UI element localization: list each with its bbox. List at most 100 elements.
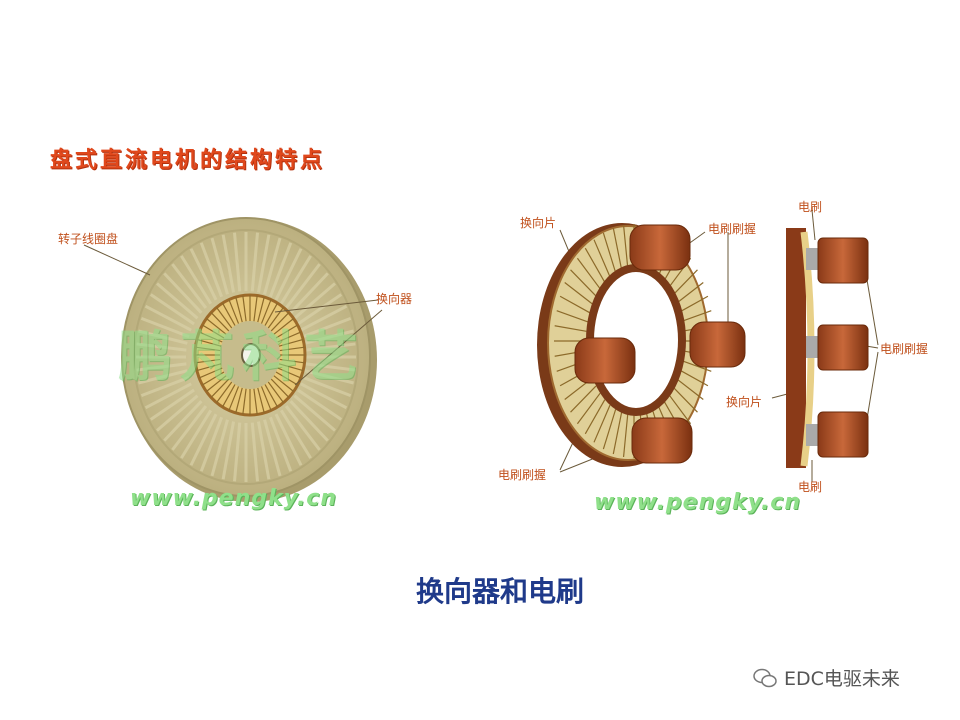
radial-line <box>196 363 222 372</box>
label-brush-top: 电刷 <box>798 200 823 214</box>
radial-line <box>144 304 192 332</box>
radial-line <box>228 299 240 324</box>
radial-line <box>242 388 247 415</box>
radial-line <box>612 412 623 455</box>
radial-line <box>279 346 305 352</box>
radial-line <box>270 312 290 332</box>
radial-line <box>256 234 271 293</box>
watermark-url-right: www.pengky.cn <box>594 490 802 515</box>
radial-line <box>264 302 279 326</box>
radial-line <box>196 338 222 347</box>
radial-line <box>228 386 240 411</box>
radial-line <box>144 382 192 410</box>
radial-line <box>270 378 290 398</box>
radial-line <box>279 255 312 305</box>
radial-line <box>302 316 352 339</box>
radial-line <box>180 409 213 459</box>
radial-line <box>263 419 282 477</box>
radial-line <box>205 318 227 335</box>
radial-line <box>250 422 259 482</box>
watermark-url-left: www.pengky.cn <box>130 486 338 511</box>
radial-line <box>256 421 271 480</box>
radial-line <box>257 296 265 323</box>
radial-line <box>593 239 611 278</box>
radial-line <box>221 384 236 408</box>
radial-line <box>564 282 593 305</box>
radial-line <box>622 414 629 458</box>
radial-line <box>278 338 304 347</box>
radial-line <box>198 331 223 343</box>
radial-line <box>269 416 293 472</box>
radial-line <box>210 312 230 332</box>
radial-line <box>274 248 303 301</box>
radial-line <box>300 382 348 410</box>
radial-line <box>675 282 704 305</box>
watermark-text: 鹏芃科艺 <box>118 325 366 388</box>
radial-line <box>554 325 587 332</box>
radial-line <box>680 310 712 323</box>
label-brush-bottom: 电刷 <box>798 480 823 494</box>
radial-line <box>205 375 227 392</box>
radial-line <box>260 299 272 324</box>
radial-line <box>156 394 199 432</box>
radial-line <box>297 388 343 421</box>
radial-line <box>171 405 208 451</box>
radial-line <box>221 234 236 293</box>
radial-line <box>612 227 623 270</box>
radial-line <box>198 367 223 379</box>
radial-line <box>138 369 188 385</box>
radial-line <box>210 378 230 398</box>
radial-line <box>277 367 302 379</box>
radial-line <box>622 224 629 268</box>
radial-line <box>149 388 195 421</box>
radial-line <box>293 282 336 320</box>
radial-line <box>189 413 218 466</box>
radial-line <box>269 242 293 298</box>
label-rotor-disc: 转子线圈盘 <box>58 232 119 246</box>
radial-line <box>671 269 698 297</box>
radial-line <box>289 400 329 442</box>
brush-holders <box>574 224 746 464</box>
radial-line <box>284 405 321 451</box>
radial-line <box>297 293 343 326</box>
radial-line <box>293 394 336 432</box>
footer-brand: EDC电驱未来 <box>752 664 900 691</box>
radial-line <box>171 263 208 309</box>
radial-line <box>279 409 312 459</box>
radial-line <box>584 247 606 283</box>
radial-line <box>570 385 597 413</box>
radial-line <box>576 257 601 290</box>
radial-line <box>305 362 356 372</box>
shaft-hole <box>241 343 261 367</box>
radial-line <box>584 399 606 435</box>
radial-line <box>202 324 225 339</box>
radial-line <box>195 346 221 352</box>
radial-line <box>675 377 704 400</box>
radial-line <box>275 371 298 386</box>
radial-line <box>556 310 588 323</box>
radial-line <box>289 272 329 314</box>
radial-line <box>257 387 265 414</box>
radial-line <box>195 358 221 364</box>
radial-line <box>680 359 712 372</box>
label-holder-top: 电刷刷握 <box>708 222 757 236</box>
radial-line <box>302 375 352 398</box>
label-segment-side: 换向片 <box>726 395 763 409</box>
radial-line <box>163 272 203 314</box>
radial-line <box>210 237 229 295</box>
radial-line <box>678 295 709 314</box>
radial-line <box>273 375 295 392</box>
commutator <box>193 293 307 417</box>
label-segment-top: 换向片 <box>520 216 557 230</box>
radial-line <box>602 232 617 273</box>
radial-line <box>221 421 236 480</box>
radial-line <box>233 422 242 482</box>
radial-line <box>221 302 236 326</box>
radial-line <box>199 416 223 472</box>
wechat-icon <box>753 668 777 687</box>
radial-line <box>136 362 187 372</box>
radial-line <box>253 388 258 415</box>
radial-line <box>138 329 188 345</box>
radial-line <box>242 295 247 322</box>
radial-line <box>202 371 225 386</box>
